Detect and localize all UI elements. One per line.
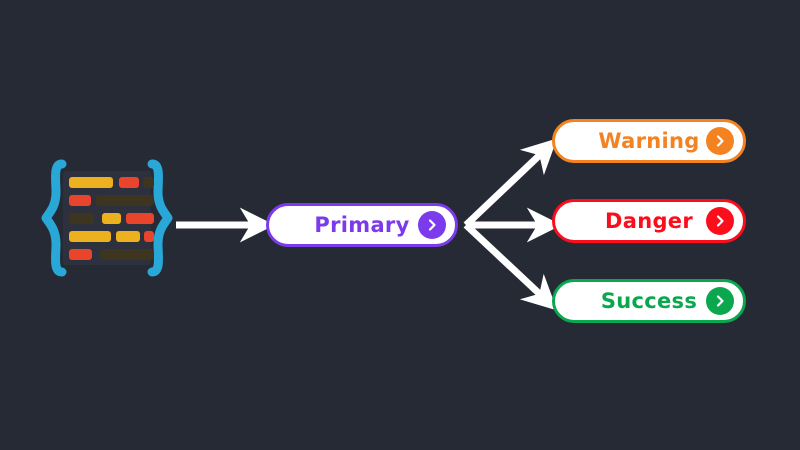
code-bar xyxy=(116,231,140,242)
code-bar xyxy=(126,213,154,224)
curly-braces-icon xyxy=(41,159,173,277)
danger-button[interactable]: Danger xyxy=(552,199,746,243)
success-button[interactable]: Success xyxy=(552,279,746,323)
code-bar xyxy=(144,231,154,242)
code-bar xyxy=(96,195,154,206)
warning-button-label: Warning xyxy=(598,129,700,153)
code-bar xyxy=(69,231,111,242)
left-brace-icon xyxy=(41,159,67,277)
primary-button[interactable]: Primary xyxy=(266,203,458,247)
code-row xyxy=(69,213,154,224)
code-bar xyxy=(69,213,94,224)
code-row xyxy=(69,177,154,188)
code-bar xyxy=(100,249,154,260)
code-row xyxy=(69,231,154,242)
code-bar xyxy=(119,177,139,188)
code-bar xyxy=(69,195,91,206)
arrow-primary-to-warning xyxy=(463,138,558,228)
code-row xyxy=(69,249,154,260)
chevron-right-icon[interactable] xyxy=(418,211,446,239)
warning-button[interactable]: Warning xyxy=(552,119,746,163)
chevron-right-icon[interactable] xyxy=(706,207,734,235)
code-bar xyxy=(69,249,92,260)
code-row xyxy=(69,195,154,206)
arrow-primary-to-success xyxy=(463,222,558,311)
code-block-node xyxy=(41,158,173,278)
code-panel xyxy=(63,171,154,265)
chevron-right-icon[interactable] xyxy=(706,127,734,155)
code-bar xyxy=(102,213,121,224)
code-bar xyxy=(143,177,154,188)
primary-button-label: Primary xyxy=(314,213,410,237)
right-brace-icon xyxy=(147,159,173,277)
success-button-label: Success xyxy=(600,289,698,313)
code-bar xyxy=(69,177,113,188)
danger-button-label: Danger xyxy=(605,209,693,233)
chevron-right-icon[interactable] xyxy=(706,287,734,315)
